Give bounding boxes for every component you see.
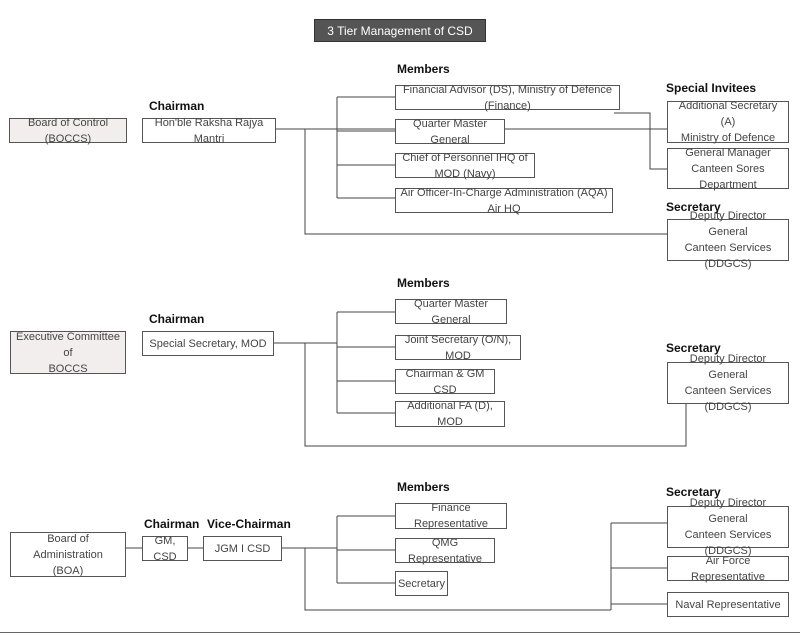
page-title: 3 Tier Management of CSD [314,19,486,42]
vice-chairman-heading: Vice-Chairman [207,517,291,531]
members-heading: Members [397,480,450,494]
special-invitee-box: General Manager Canteen Sores Department [667,147,789,191]
member-box: Quarter Master General [395,118,505,146]
secretary-box: Naval Representative [667,592,789,617]
member-box: Finance Representative [395,502,507,530]
member-box: Additional FA (D), MOD [395,400,505,428]
chairman-heading: Chairman [144,517,200,531]
secretary-box: Deputy Director General Canteen Services… [667,353,789,413]
secretary-heading: Secretary [666,200,721,214]
member-box: Secretary [395,571,448,596]
tier-name-executive-committee: Executive Committee of BOCCS [10,331,126,375]
secretary-box: Deputy Director General Canteen Services… [667,210,789,270]
member-box: Air Officer-In-Charge Administration (AQ… [395,187,613,215]
member-box: Chief of Personnel IHQ of MOD (Navy) [395,152,535,180]
bottom-divider [0,632,800,633]
vice-chairman-box: JGM I CSD [203,536,282,561]
chairman-box: Special Secretary, MOD [142,331,274,356]
member-box: Quarter Master General [395,298,507,326]
tier-name-board-of-control: Board of Control (BOCCS) [9,117,127,145]
secretary-box: Air Force Representative [667,555,789,583]
secretary-heading: Secretary [666,485,721,499]
secretary-heading: Secretary [666,341,721,355]
member-box: QMG Representative [395,537,495,565]
chairman-box: Hon'ble Raksha Rajya Mantri [142,117,276,145]
members-heading: Members [397,62,450,76]
member-box: Financial Advisor (DS), Ministry of Defe… [395,84,620,112]
chairman-box: GM, CSD [142,535,188,563]
chairman-heading: Chairman [149,99,205,113]
member-box: Chairman & GM CSD [395,368,495,396]
secretary-box: Deputy Director General Canteen Services… [667,497,789,557]
members-heading: Members [397,276,450,290]
chairman-heading: Chairman [149,312,205,326]
member-box: Joint Secretary (O/N), MOD [395,334,521,362]
tier-name-board-of-administration: Board of Administration (BOA) [10,532,126,577]
special-invitee-box: Additional Secretary (A) Ministry of Def… [667,100,789,144]
special-invitees-heading: Special Invitees [666,81,757,95]
